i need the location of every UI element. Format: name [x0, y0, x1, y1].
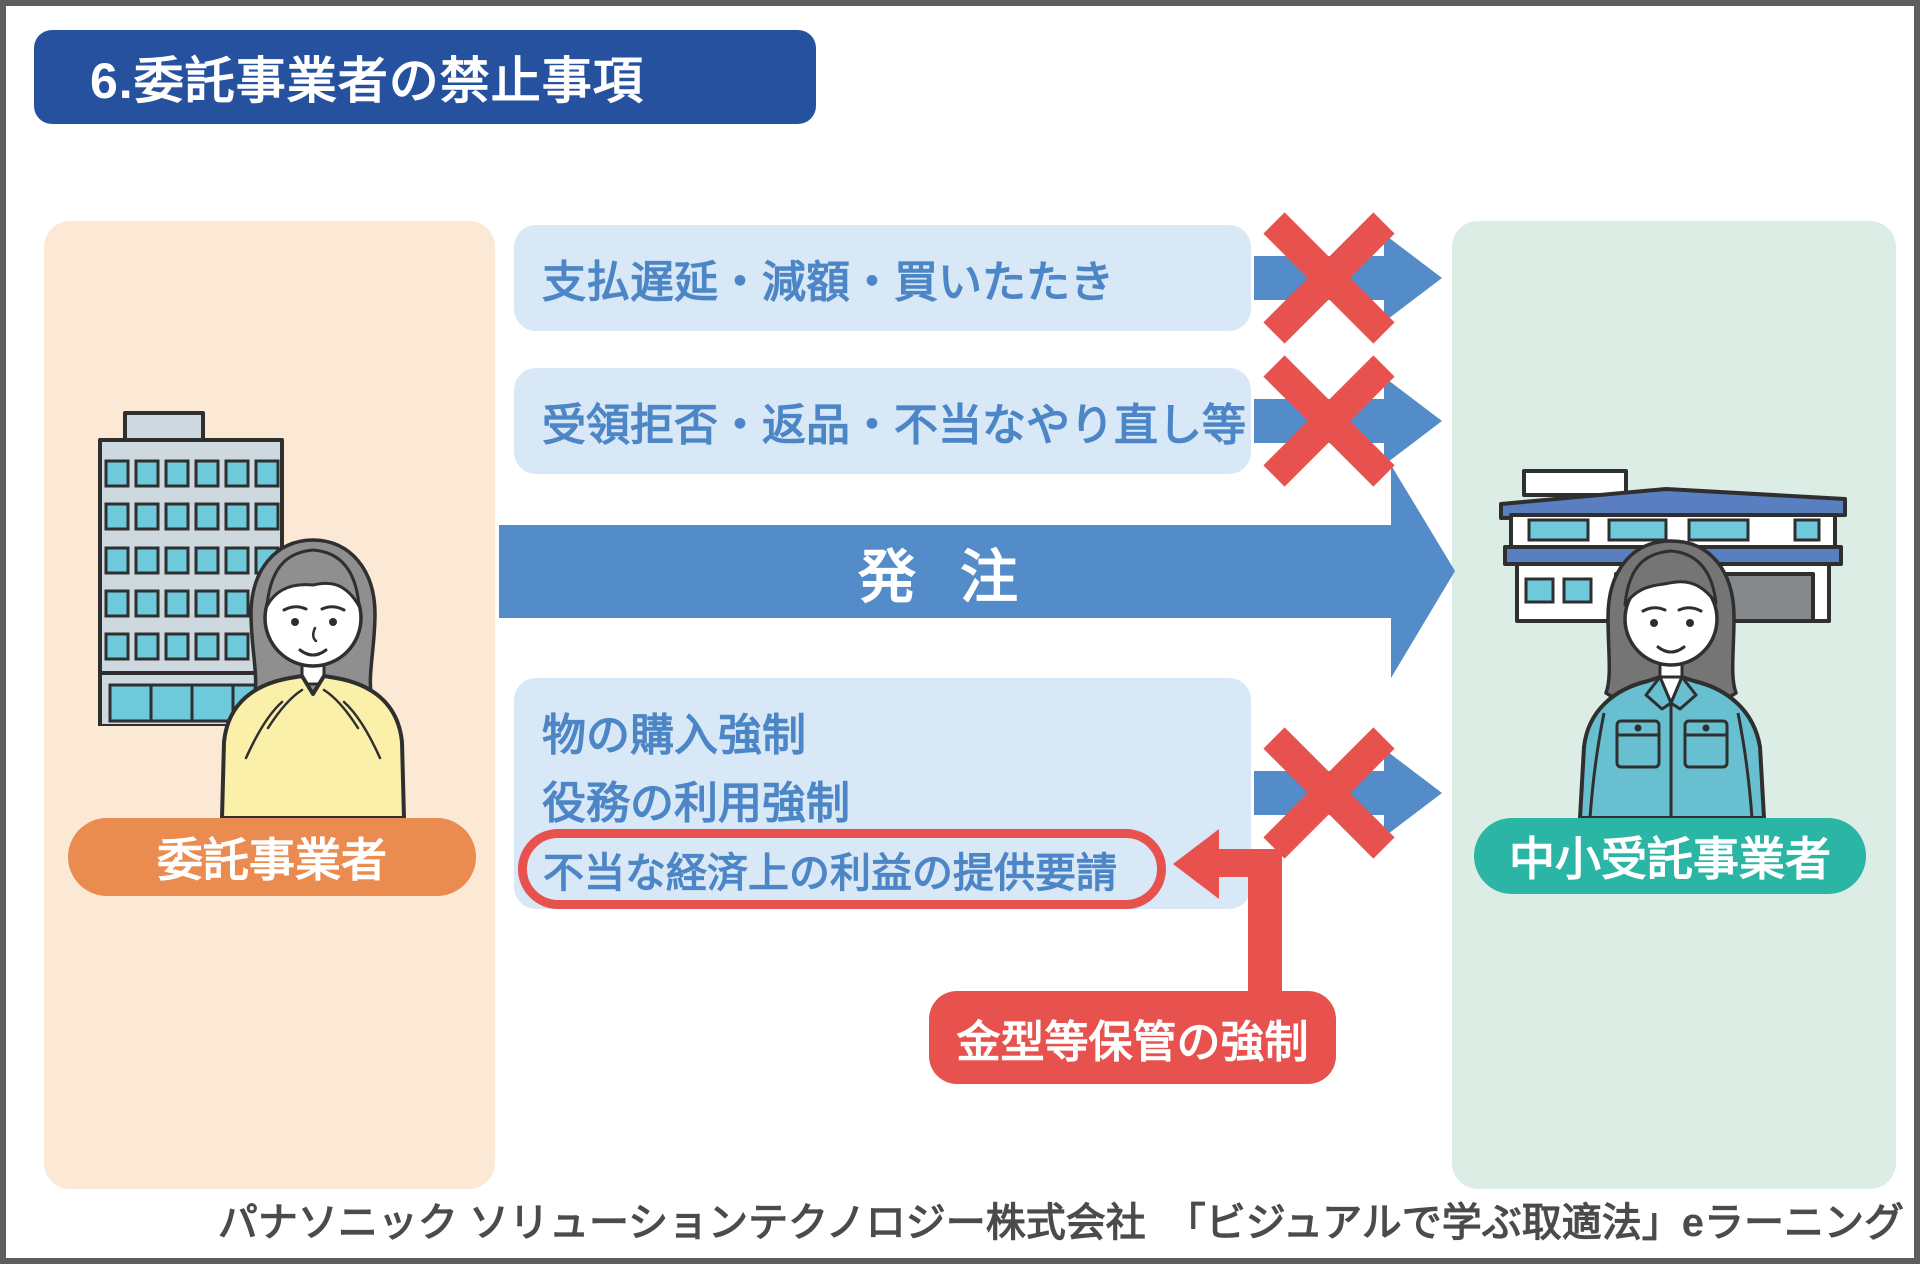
businesswoman-icon — [220, 538, 406, 818]
highlighted-prohibition: 不当な経済上の利益の提供要請 — [518, 829, 1166, 909]
blocked-arrow-payment-icon — [1254, 212, 1442, 344]
callout-text: 金型等保管の強制 — [956, 1017, 1309, 1067]
blocked-arrow-refusal-icon — [1254, 355, 1442, 487]
prohibition-text-forced-purchase: 物の購入強制 — [542, 711, 806, 760]
office-building-icon — [98, 411, 284, 726]
page-title: 6.委託事業者の禁止事項 — [34, 30, 816, 124]
factory-worker-icon — [1578, 539, 1766, 818]
order-arrow-label: 発 注 — [857, 544, 1033, 610]
prohibited-x-icon — [1263, 727, 1395, 859]
callout-arrow-icon — [1173, 829, 1282, 993]
prohibition-text-forced-service: 役務の利用強制 — [542, 779, 850, 828]
prohibition-box-refusal: 受領拒否・返品・不当なやり直し等 — [514, 368, 1251, 474]
footer-credit: パナソニック ソリューションテクノロジー株式会社 「ビジュアルで学ぶ取適法」eラ… — [217, 1201, 1904, 1245]
callout-box: 金型等保管の強制 — [929, 991, 1336, 1084]
prohibition-text-payment: 支払遅延・減額・買いたたき — [542, 258, 1114, 307]
page-title-text: 6.委託事業者の禁止事項 — [90, 53, 644, 109]
blocked-arrow-coercion-icon — [1254, 727, 1442, 859]
order-arrow-icon — [499, 465, 1455, 678]
prohibition-text-refusal: 受領拒否・返品・不当なやり直し等 — [542, 401, 1246, 450]
prohibited-x-icon — [1263, 212, 1395, 344]
prohibition-box-payment: 支払遅延・減額・買いたたき — [514, 225, 1251, 331]
prohibition-text-unfair-benefit: 不当な経済上の利益の提供要請 — [543, 850, 1117, 896]
prohibited-x-icon — [1263, 355, 1395, 487]
right-party-label: 中小受託事業者 — [1474, 818, 1866, 894]
left-party-label: 委託事業者 — [68, 818, 476, 896]
